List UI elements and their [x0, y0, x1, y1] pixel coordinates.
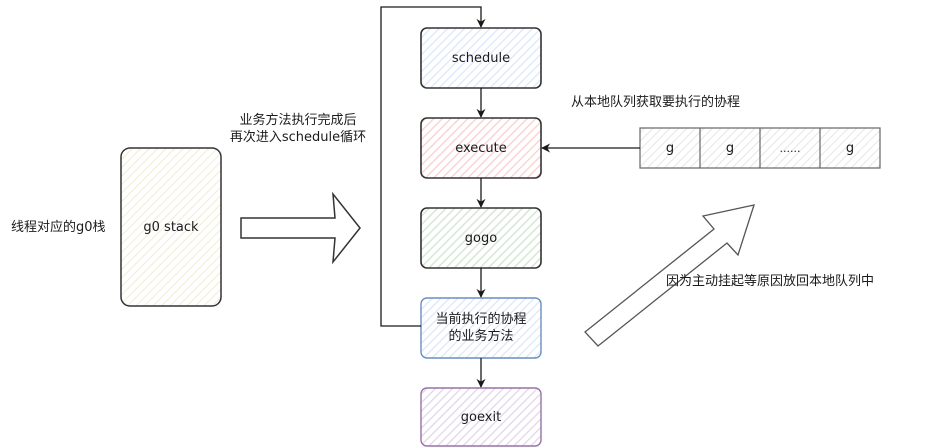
queue-cell-ellipsis: ...... — [779, 141, 801, 155]
g0-stack-box — [120, 147, 222, 307]
queue-cell: g — [665, 140, 675, 156]
goexit-label: goexit — [460, 409, 502, 425]
business-method-line1: 当前执行的协程 — [435, 312, 527, 327]
loop-note-line2: 再次进入schedule循环 — [229, 130, 367, 145]
requeue-note: 因为主动挂起等原因放回本地队列中 — [666, 274, 875, 289]
queue-title: 从本地队列获取要执行的协程 — [571, 95, 741, 110]
loop-note-line1: 业务方法执行完成后 — [239, 113, 357, 128]
execute-label: execute — [455, 140, 507, 156]
local-queue — [639, 127, 881, 169]
g0-stack-caption: 线程对应的g0栈 — [11, 220, 106, 235]
queue-cell: g — [845, 140, 855, 156]
diagonal-requeue-arrow-icon — [584, 204, 755, 347]
loop-back-arrow — [380, 6, 486, 327]
queue-cell: g — [725, 140, 735, 156]
business-method-label: 当前执行的协程 的业务方法 — [421, 298, 541, 358]
schedule-label: schedule — [451, 50, 511, 66]
business-method-line2: 的业务方法 — [448, 329, 514, 344]
goexit-box — [420, 387, 542, 447]
g0-stack-label: g0 stack — [143, 219, 199, 235]
gogo-label: gogo — [464, 230, 498, 246]
big-right-arrow-icon — [240, 191, 361, 265]
